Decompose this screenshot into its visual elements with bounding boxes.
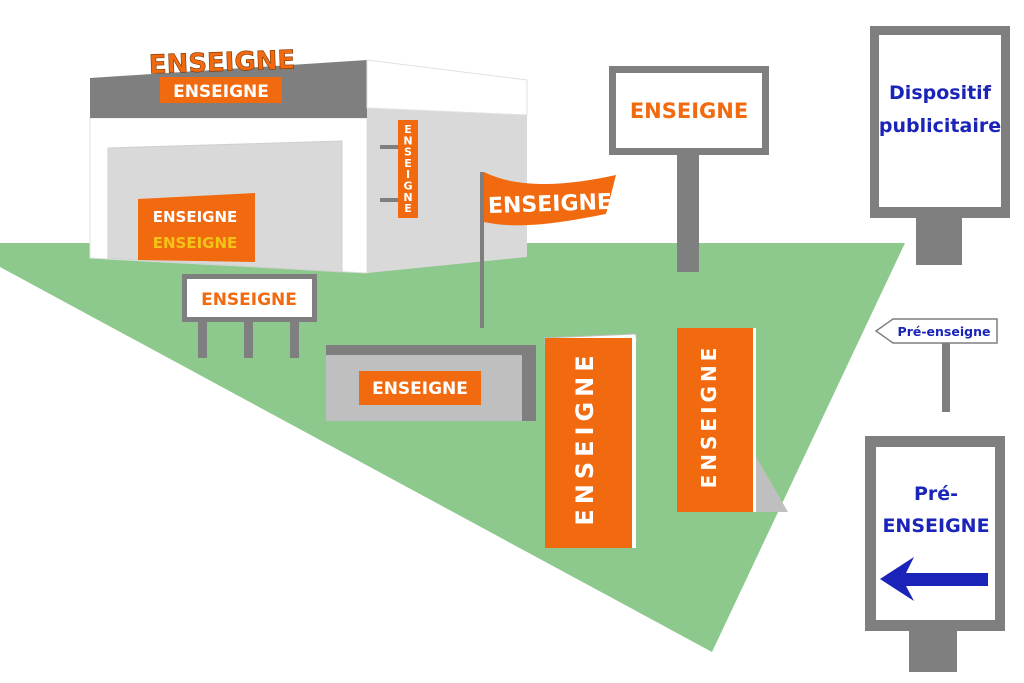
window-sign: [138, 193, 255, 262]
monument-side: [522, 345, 536, 421]
low-panel-leg-2: [244, 318, 253, 358]
totem-2-body: [677, 328, 755, 512]
advertising-billboard: Dispositif publicitaire: [870, 26, 1010, 265]
totem-1-text: ENSEIGNE: [571, 350, 599, 525]
totem-1-body: [545, 338, 636, 548]
flag-pole: [480, 172, 484, 328]
totem-2-edge: [753, 328, 756, 512]
pole-sign-face: [616, 73, 762, 148]
property-ground: [0, 243, 905, 652]
monument-panel: [359, 371, 481, 405]
totem-sign-2: ENSEIGNE: [677, 328, 788, 512]
totem-1-edge: [632, 338, 636, 548]
arrow-pre-sign: Pré-enseigne: [874, 318, 998, 412]
totem-2-text: ENSEIGNE: [697, 344, 721, 489]
low-panel-face: [187, 279, 312, 317]
blade-sign-bracket-bottom: [380, 198, 398, 202]
totem-sign-1: ENSEIGNE: [544, 333, 637, 548]
low-panel-text: ENSEIGNE: [201, 290, 297, 310]
billboard-post: [916, 210, 962, 265]
monument-text: ENSEIGNE: [372, 379, 468, 399]
pre-sign-face: [876, 447, 995, 620]
arrow-sign-board: [874, 318, 998, 344]
billboard-face: [879, 35, 1001, 207]
arrow-sign-text: Pré-enseigne: [898, 324, 991, 339]
pole-sign: ENSEIGNE: [609, 66, 769, 272]
billboard-line2: publicitaire: [879, 115, 1001, 137]
fascia-sign: [160, 77, 282, 103]
pre-sign-post: [909, 625, 957, 672]
window-sign-line2: ENSEIGNE: [153, 234, 238, 252]
arrow-sign-post: [942, 342, 950, 412]
building-roof-side: [366, 59, 528, 116]
flag-sign: ENSEIGNE: [480, 172, 616, 328]
blade-sign-bracket-top: [380, 145, 398, 149]
flag-text: ENSEIGNE: [488, 190, 613, 219]
pole-sign-text: ENSEIGNE: [630, 99, 748, 123]
roof-sign-text: ENSEIGNE: [148, 45, 296, 80]
monument-top: [326, 345, 536, 355]
low-panel-leg-3: [290, 318, 299, 358]
blade-sign: [398, 120, 418, 218]
low-panel-sign: ENSEIGNE: [182, 274, 317, 358]
pole-sign-post: [677, 150, 699, 272]
pre-sign-line1: Pré-: [914, 483, 958, 505]
totem-2-shadow: [755, 455, 788, 512]
flag-banner: [484, 172, 616, 226]
fascia-sign-text: ENSEIGNE: [173, 82, 269, 102]
monument-sign: ENSEIGNE: [326, 345, 536, 421]
window-sign-line1: ENSEIGNE: [153, 208, 238, 226]
pre-sign-line2: ENSEIGNE: [882, 515, 989, 537]
left-arrow-icon: [880, 557, 988, 601]
low-panel-leg-1: [198, 318, 207, 358]
billboard-line1: Dispositif: [889, 82, 992, 104]
pre-sign-panel: Pré- ENSEIGNE: [865, 436, 1005, 672]
